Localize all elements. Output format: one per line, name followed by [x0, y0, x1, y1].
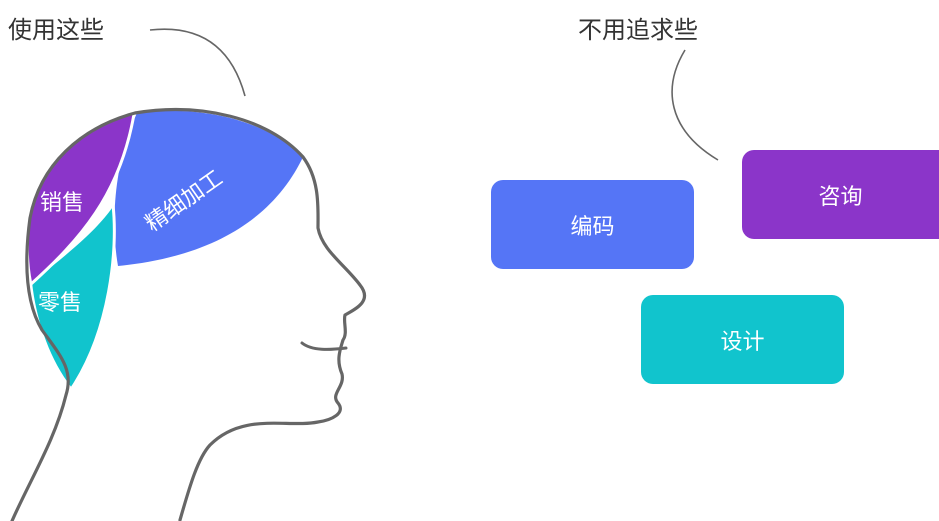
head-outline	[10, 108, 367, 521]
coding-box: 编码	[491, 180, 694, 269]
segment-divider	[70, 204, 116, 389]
no-pursue-label: 不用追求些	[578, 16, 698, 44]
use-these-label: 使用这些	[8, 16, 104, 44]
head-segment-refine	[114, 110, 303, 266]
segment-divider	[28, 113, 136, 287]
sales-label: 销售	[40, 191, 84, 216]
retail-label: 零售	[38, 291, 82, 316]
design-box: 设计	[641, 295, 844, 384]
consulting-box: 咨询	[742, 150, 939, 239]
head-segment-sales	[28, 114, 134, 282]
connector-line-right	[671, 49, 719, 161]
mouth-line	[300, 341, 348, 351]
connector-line-left	[149, 28, 246, 97]
